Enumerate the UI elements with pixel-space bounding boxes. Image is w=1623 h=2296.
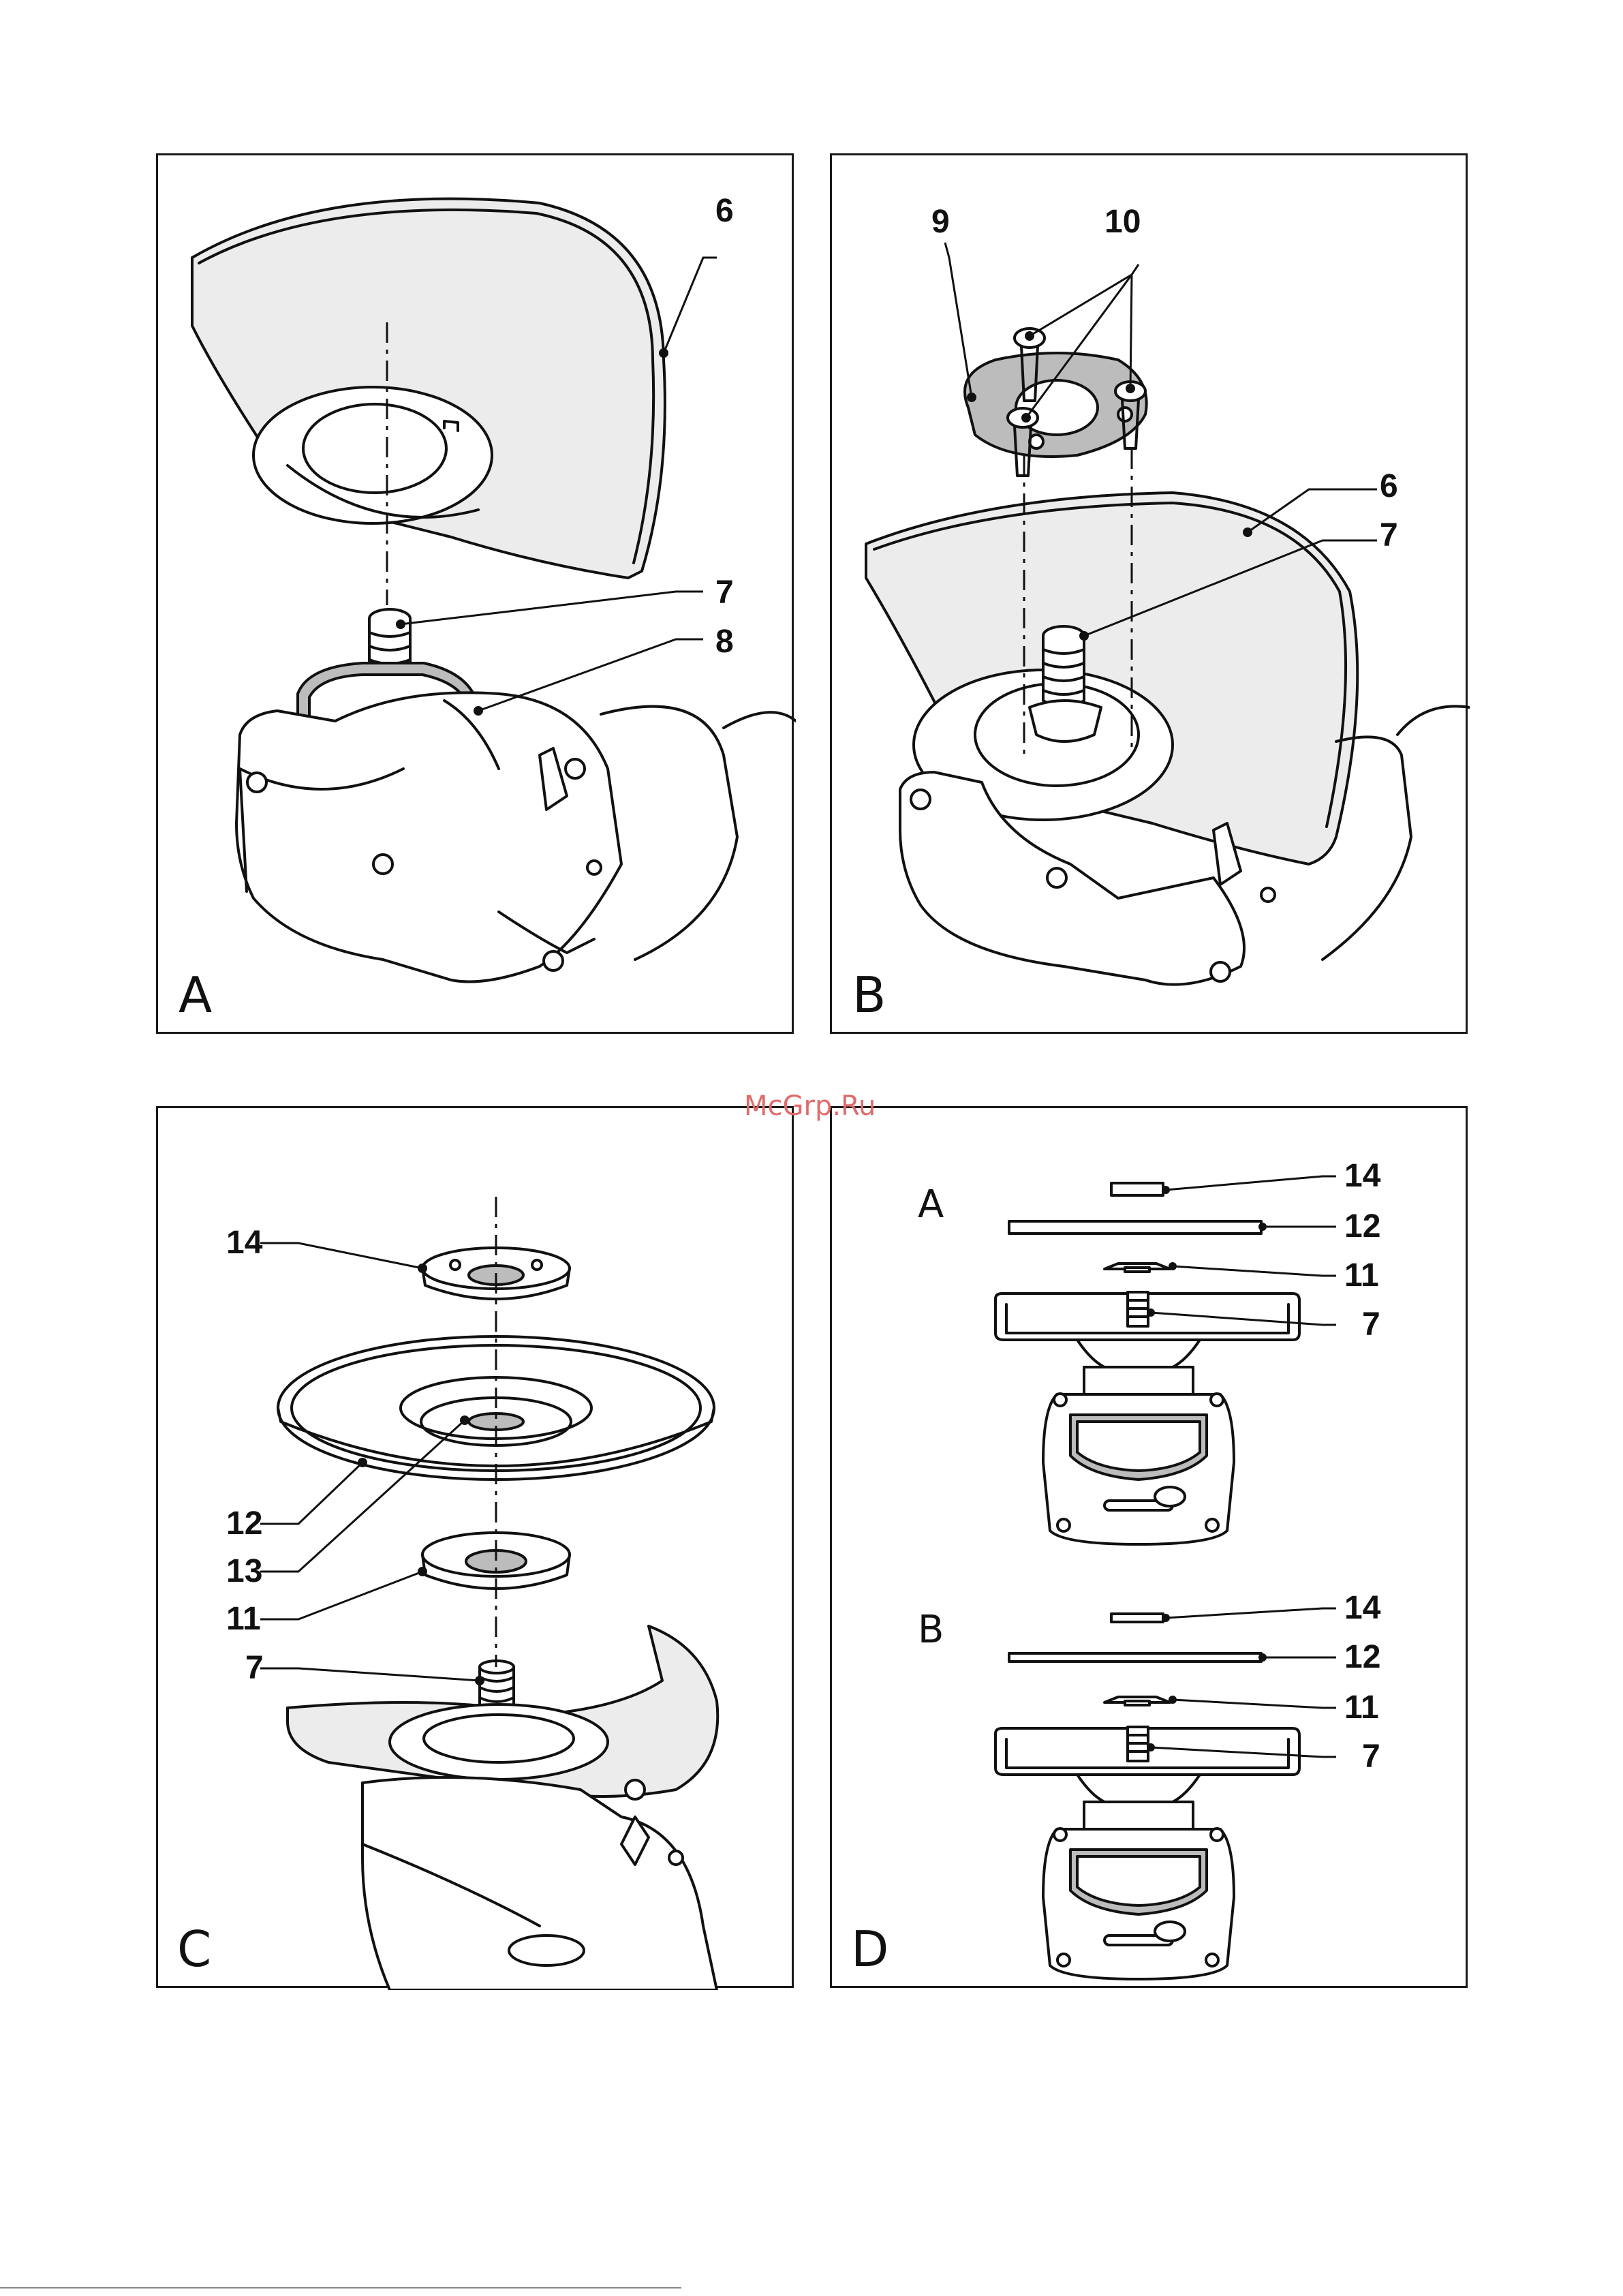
a-disc	[1009, 1221, 1261, 1234]
callout-d-a-7: 7	[1362, 1308, 1380, 1341]
callout-b-9: 9	[931, 206, 950, 239]
callout-c-11: 11	[226, 1603, 261, 1636]
callout-c-12: 12	[226, 1507, 262, 1540]
callout-c-14: 14	[226, 1227, 262, 1259]
callout-b-6: 6	[1380, 470, 1398, 503]
callout-b-7: 7	[1380, 519, 1398, 552]
callout-a-7: 7	[715, 577, 734, 609]
callout-c-7: 7	[245, 1652, 264, 1685]
panel-label-b: B	[852, 970, 886, 1020]
panel-a-illustration	[158, 155, 796, 1036]
panel-label-c: C	[177, 1925, 211, 1974]
callout-d-a-14: 14	[1344, 1160, 1380, 1193]
watermark: McGrp.Ru	[744, 1090, 876, 1122]
b-disc	[1009, 1653, 1261, 1662]
callout-d-a-12: 12	[1344, 1210, 1380, 1243]
guard-hood	[192, 199, 665, 578]
figure-panel-a: 6 7 8 A	[156, 153, 794, 1034]
callout-d-b-14: 14	[1344, 1592, 1380, 1625]
figure-panel-b: 9 10 6 7 B	[830, 153, 1468, 1034]
callout-c-13: 13	[226, 1555, 262, 1588]
gear-head	[236, 692, 621, 981]
panel-label-a: A	[179, 970, 212, 1020]
callout-a-8: 8	[715, 626, 734, 658]
callout-b-10: 10	[1104, 206, 1141, 239]
panel-b-illustration	[832, 155, 1470, 1036]
figure-panel-d: A B 14 12 11 7 14 12 11 7 D	[830, 1106, 1468, 1988]
panel-label-d: D	[851, 1925, 888, 1974]
figure-panel-c: 14 12 13 11 7 C	[156, 1106, 794, 1988]
subfigure-label-b: B	[918, 1611, 944, 1649]
page-bottom-rule	[0, 2287, 681, 2289]
a-flange-nut	[1111, 1183, 1163, 1195]
spindle	[1043, 636, 1084, 707]
callout-d-b-12: 12	[1344, 1641, 1380, 1674]
callout-d-b-11: 11	[1344, 1692, 1379, 1724]
callout-d-a-11: 11	[1344, 1259, 1379, 1292]
subfigure-label-a: A	[918, 1186, 944, 1224]
b-flange-nut	[1111, 1614, 1163, 1622]
callout-a-6: 6	[715, 195, 734, 228]
callout-d-b-7: 7	[1362, 1741, 1380, 1773]
